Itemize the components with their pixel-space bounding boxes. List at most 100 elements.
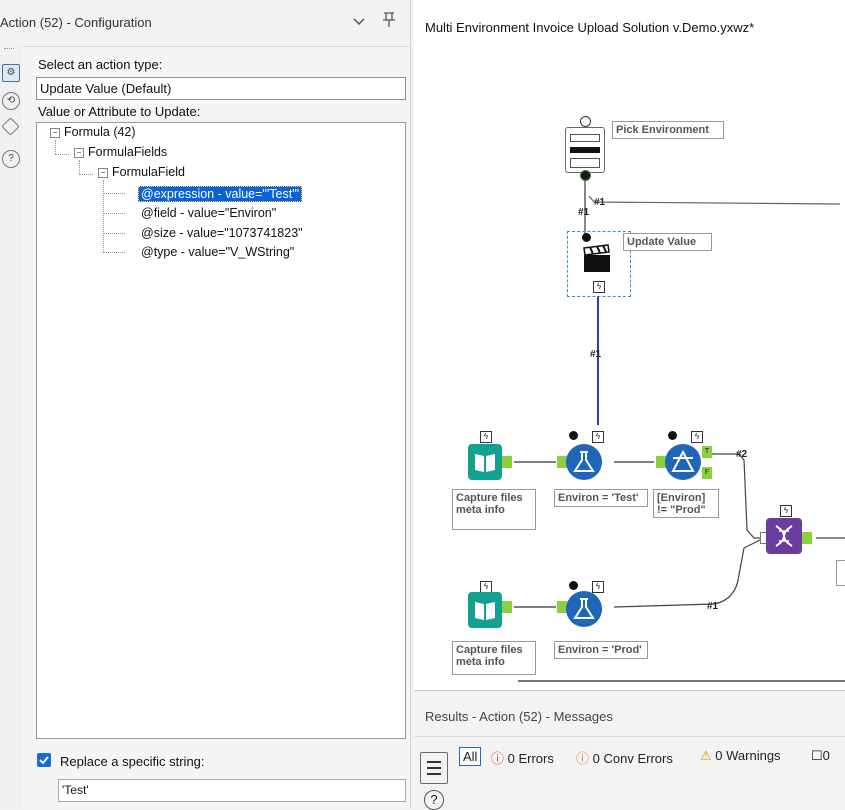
capture-files-label-2: Capture files meta info <box>452 641 536 675</box>
tree-item-formulafield[interactable]: −FormulaField <box>98 165 185 179</box>
results-title: Results - Action (52) - Messages <box>425 709 613 724</box>
offscreen-label <box>836 560 845 586</box>
check-icon <box>39 756 49 765</box>
error-icon: ⓘ <box>491 751 505 766</box>
filter-all-button[interactable]: All <box>459 747 482 766</box>
warnings-text: 0 Warnings <box>715 748 781 763</box>
false-anchor[interactable]: F <box>702 467 712 479</box>
help-icon[interactable]: ? <box>2 150 20 168</box>
book-icon[interactable] <box>468 444 502 480</box>
lightning-icon: ϟ <box>780 505 792 517</box>
dna-tool[interactable] <box>766 518 802 554</box>
tree-line <box>55 140 56 154</box>
clapperboard-icon <box>582 244 612 274</box>
filter-conv-errors-button[interactable]: ⓘ 0 Conv Errors <box>576 748 673 767</box>
collapse-icon[interactable]: − <box>50 127 60 138</box>
collapse-icon[interactable]: − <box>98 167 108 178</box>
tree-line <box>79 160 80 174</box>
filter-messages-button[interactable]: ☐0 <box>811 748 830 764</box>
input-anchor-icon[interactable] <box>557 601 567 613</box>
panel-title: Action (52) - Configuration <box>0 15 152 30</box>
filter-tool-prod[interactable] <box>566 591 602 627</box>
input-anchor-icon[interactable] <box>656 456 666 468</box>
configuration-header <box>0 0 410 47</box>
tree-line <box>103 193 125 194</box>
connection-label: #1 <box>707 601 719 612</box>
input-anchor-icon[interactable] <box>557 456 567 468</box>
replace-checkbox[interactable] <box>37 753 51 767</box>
dropdown-shape <box>570 134 600 142</box>
attribute-tree[interactable] <box>36 122 406 739</box>
conv-error-icon: ⓘ <box>576 751 590 766</box>
tree-line <box>103 252 125 253</box>
tree-leaf-expression[interactable]: @expression - value="'Test'" <box>138 186 303 202</box>
errors-text: 0 Errors <box>507 751 554 766</box>
anchor-icon <box>580 116 591 127</box>
gear-icon[interactable]: ⚙ <box>2 64 20 82</box>
update-value-label: Update Value <box>623 233 712 251</box>
true-anchor[interactable]: T <box>702 446 712 458</box>
anchor-icon <box>569 581 578 590</box>
action-type-select[interactable]: Update Value (Default) <box>36 77 406 100</box>
book-icon[interactable] <box>468 592 502 628</box>
workflow-canvas[interactable] <box>414 0 845 690</box>
workflow-title: Multi Environment Invoice Upload Solutio… <box>425 20 755 35</box>
replace-value: 'Test' <box>62 783 89 797</box>
filter-warnings-button[interactable]: ⚠ 0 Warnings <box>700 748 781 764</box>
tree-item-label: FormulaField <box>112 165 185 179</box>
anchor-icon <box>569 431 578 440</box>
field-shape <box>570 158 600 168</box>
connection-label: #1 <box>594 197 606 208</box>
connection-label: #2 <box>736 449 748 460</box>
action-type-value: Update Value (Default) <box>40 81 172 96</box>
warning-icon: ⚠ <box>700 748 712 763</box>
tree-line <box>79 174 93 175</box>
anchor-icon <box>582 233 591 242</box>
action-type-label: Select an action type: <box>38 57 163 72</box>
conv-errors-text: 0 Conv Errors <box>592 751 673 766</box>
message-icon: ☐ <box>811 748 823 763</box>
pick-environment-label: Pick Environment <box>612 121 724 139</box>
tree-line <box>103 180 104 252</box>
filter-prod-label: Environ = 'Prod' <box>554 641 648 659</box>
help-icon[interactable]: ? <box>424 790 444 810</box>
connection-label: #1 <box>578 207 590 218</box>
tree-item-formulafields[interactable]: −FormulaFields <box>74 145 167 159</box>
tree-line <box>55 154 69 155</box>
results-panel <box>414 690 845 810</box>
replace-label: Replace a specific string: <box>60 754 205 769</box>
filter-errors-button[interactable]: ⓘ 0 Errors <box>491 748 554 767</box>
messages-text: 0 <box>822 748 830 763</box>
output-anchor-icon[interactable] <box>502 456 512 468</box>
filter-tool-not-prod[interactable] <box>665 444 701 480</box>
pin-icon[interactable] <box>382 12 396 31</box>
pick-environment-tool[interactable] <box>565 127 605 173</box>
lightning-icon: ϟ <box>592 581 604 593</box>
filter-not-prod-label: [Environ] != "Prod" <box>653 489 719 518</box>
filter-test-label: Environ = 'Test' <box>554 489 648 507</box>
replace-input[interactable]: 'Test' <box>58 779 406 802</box>
tree-leaf-type[interactable]: @type - value="V_WString" <box>141 245 295 259</box>
collapse-icon[interactable]: − <box>74 147 84 158</box>
lightning-icon: ϟ <box>691 431 703 443</box>
tree-leaf-field[interactable]: @field - value="Environ" <box>141 206 277 220</box>
tree-item-formula[interactable]: −Formula (42) <box>50 125 136 139</box>
update-value-selection[interactable] <box>567 231 631 297</box>
tree-leaf-size[interactable]: @size - value="1073741823" <box>141 226 303 240</box>
filter-tool-test[interactable] <box>566 444 602 480</box>
connection-label: #1 <box>590 349 602 360</box>
messages-list-icon[interactable] <box>420 752 448 784</box>
side-rail <box>0 46 22 809</box>
tree-item-label: Formula (42) <box>64 125 136 139</box>
lightning-icon: ϟ <box>593 281 605 293</box>
divider <box>414 736 845 737</box>
output-anchor-icon[interactable] <box>802 532 812 544</box>
tool-icon[interactable]: ⟲ <box>2 92 20 110</box>
lightning-icon: ϟ <box>592 431 604 443</box>
lightning-icon: ϟ <box>480 431 492 443</box>
tree-line <box>103 233 125 234</box>
output-anchor-icon[interactable] <box>580 170 591 181</box>
rail-grip <box>4 48 14 53</box>
output-anchor-icon[interactable] <box>502 601 512 613</box>
chevron-down-icon[interactable] <box>352 14 366 30</box>
